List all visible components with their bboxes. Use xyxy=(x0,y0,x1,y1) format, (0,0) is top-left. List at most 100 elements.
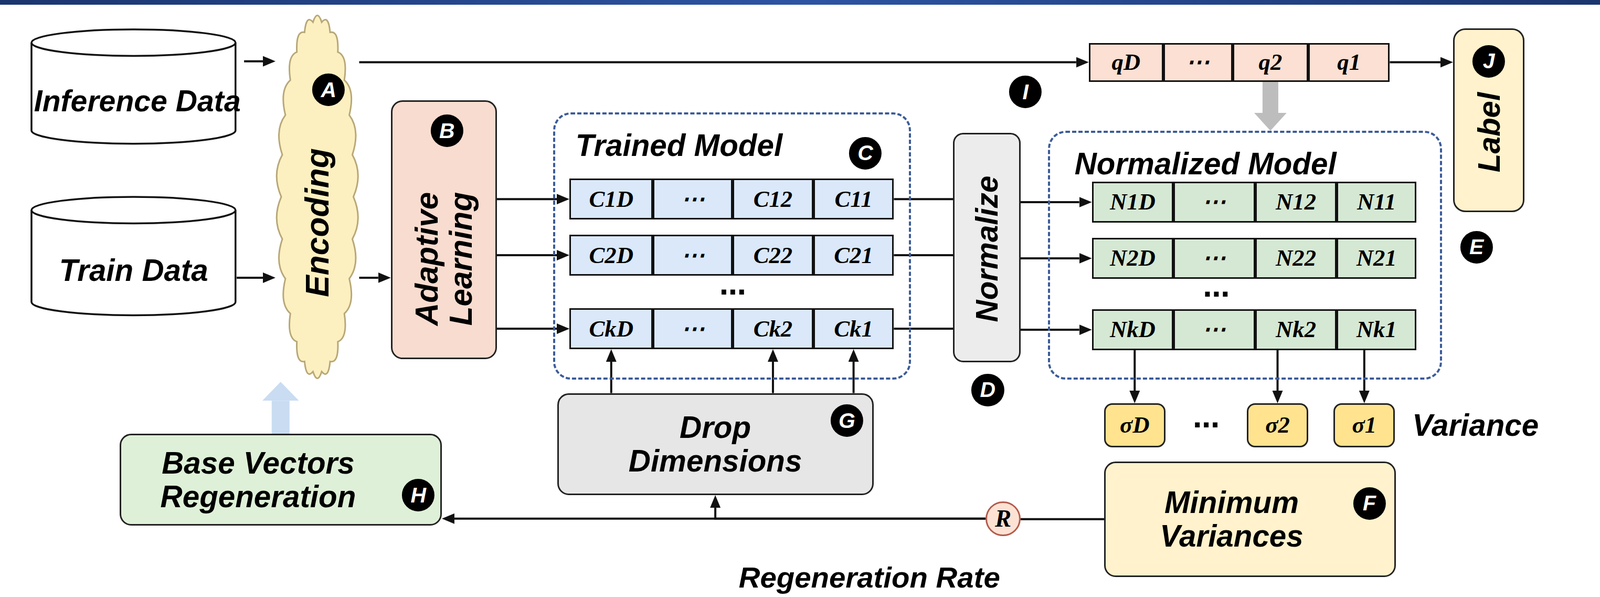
node-text: NkD xyxy=(1109,316,1156,343)
flow-arrow xyxy=(1020,517,1105,521)
node-text: ⋯ xyxy=(1202,316,1226,343)
node-text: N12 xyxy=(1275,188,1317,215)
vector-cell: N21 xyxy=(1336,237,1417,279)
node-text: σ2 xyxy=(1265,411,1290,438)
cylinder-top xyxy=(31,29,236,56)
node-text: Base Vectors Regeneration xyxy=(130,446,386,514)
callout-letter: G xyxy=(830,404,864,437)
vector-cell: ⋯ xyxy=(652,234,733,276)
vector-cell: C12 xyxy=(732,178,814,220)
process-box: Minimum Variances xyxy=(1104,461,1396,577)
vector-cell: N2D xyxy=(1092,237,1174,279)
callout-letter: F xyxy=(1352,486,1386,520)
annotation-text: Regeneration Rate xyxy=(738,559,1001,594)
flow-arrow xyxy=(1363,350,1366,391)
variance-box: σ1 xyxy=(1333,403,1395,448)
ellipsis: ⋯ xyxy=(719,276,747,308)
variance-box: σ2 xyxy=(1246,403,1309,448)
vector-cell: Nk2 xyxy=(1255,309,1338,351)
flow-arrow xyxy=(358,61,1076,64)
block-arrow xyxy=(1262,81,1279,113)
flow-arrow xyxy=(236,276,263,279)
query-cell: q2 xyxy=(1232,43,1309,82)
ellipsis: ⋯ xyxy=(1203,278,1231,310)
node-text: Nk2 xyxy=(1275,316,1317,343)
cloud-outline xyxy=(276,15,358,379)
encoding-cloud: Encoding xyxy=(275,12,359,382)
annotation-text: Variance xyxy=(1412,406,1539,442)
node-text: Ck1 xyxy=(833,315,874,342)
cylinder-body xyxy=(31,210,236,316)
node-text: ⋯ xyxy=(681,315,705,342)
process-box: Base Vectors Regeneration xyxy=(119,433,442,526)
node-text: ⋯ xyxy=(1202,188,1226,215)
vector-cell: N1D xyxy=(1092,181,1174,223)
vector-cell: C21 xyxy=(813,234,895,276)
flow-arrow xyxy=(496,197,557,200)
node-text: ⋯ xyxy=(1202,245,1226,271)
flow-arrow xyxy=(771,361,775,394)
vector-cell: ⋯ xyxy=(652,178,733,220)
cylinder-top xyxy=(31,196,236,224)
flow-arrow xyxy=(1133,350,1136,391)
node-text: Ck2 xyxy=(753,315,793,342)
node-text: C12 xyxy=(753,186,793,213)
flow-arrow xyxy=(496,327,557,330)
vector-cell: ⋯ xyxy=(652,308,733,349)
top-band xyxy=(0,0,1600,5)
process-box: Drop Dimensions xyxy=(557,393,874,495)
node-text: Inference Data xyxy=(34,84,241,118)
flow-arrow xyxy=(358,276,378,279)
callout-letter: I xyxy=(1009,75,1042,109)
node-text: Normalize xyxy=(970,146,1004,351)
node-text: σD xyxy=(1119,411,1150,438)
node-text: N11 xyxy=(1357,188,1397,215)
vector-cell: ⋯ xyxy=(1173,181,1256,223)
flow-arrow xyxy=(852,361,855,394)
callout-letter: C xyxy=(849,136,882,170)
process-box: Normalize xyxy=(952,132,1021,363)
flow-arrow xyxy=(244,60,263,63)
node-text: ⋯ xyxy=(681,242,705,269)
query-cell: q1 xyxy=(1308,43,1391,82)
callout-letter: D xyxy=(971,373,1004,407)
vector-cell: N11 xyxy=(1336,181,1417,223)
group-title: Normalized Model xyxy=(1074,146,1337,181)
vector-cell: N12 xyxy=(1255,181,1338,223)
query-cell: ⋯ xyxy=(1163,43,1233,82)
node-text: N1D xyxy=(1109,188,1156,215)
vector-cell: C2D xyxy=(569,234,653,276)
callout-letter: J xyxy=(1472,45,1506,78)
flow-arrow xyxy=(893,197,953,200)
node-text: σ1 xyxy=(1352,411,1377,438)
group-title: Trained Model xyxy=(575,128,783,163)
model-group: Normalized ModelN1D⋯N12N11N2D⋯N22N21NkD⋯… xyxy=(1047,130,1443,380)
vector-cell: Nk1 xyxy=(1336,309,1417,351)
node-text: Minimum Variances xyxy=(1124,485,1339,553)
node-text: ⋯ xyxy=(681,186,705,213)
vector-cell: ⋯ xyxy=(1173,309,1256,351)
vector-cell: NkD xyxy=(1092,309,1174,351)
block-arrow xyxy=(271,400,290,434)
node-text: C21 xyxy=(833,242,874,269)
vector-cell: CkD xyxy=(569,308,653,349)
flow-arrow xyxy=(715,507,986,519)
ellipsis: ⋯ xyxy=(1192,408,1220,440)
callout-letter: E xyxy=(1460,230,1493,263)
node-text: ⋯ xyxy=(1185,49,1210,76)
vector-cell: C1D xyxy=(569,178,653,220)
data-store: Inference Data xyxy=(30,28,245,145)
callout-letter: A xyxy=(312,73,345,107)
flow-arrow xyxy=(893,327,953,330)
node-text: Adaptive Learning xyxy=(409,161,479,356)
flow-arrow xyxy=(1389,61,1441,64)
rate-circle: R xyxy=(985,501,1021,536)
node-text: C11 xyxy=(834,186,873,213)
variance-box: σD xyxy=(1104,403,1166,448)
flow-arrow xyxy=(893,253,953,257)
node-text: CkD xyxy=(589,315,634,342)
vector-cell: C11 xyxy=(813,178,895,220)
node-text: C1D xyxy=(589,186,634,213)
node-text: Train Data xyxy=(59,253,209,288)
